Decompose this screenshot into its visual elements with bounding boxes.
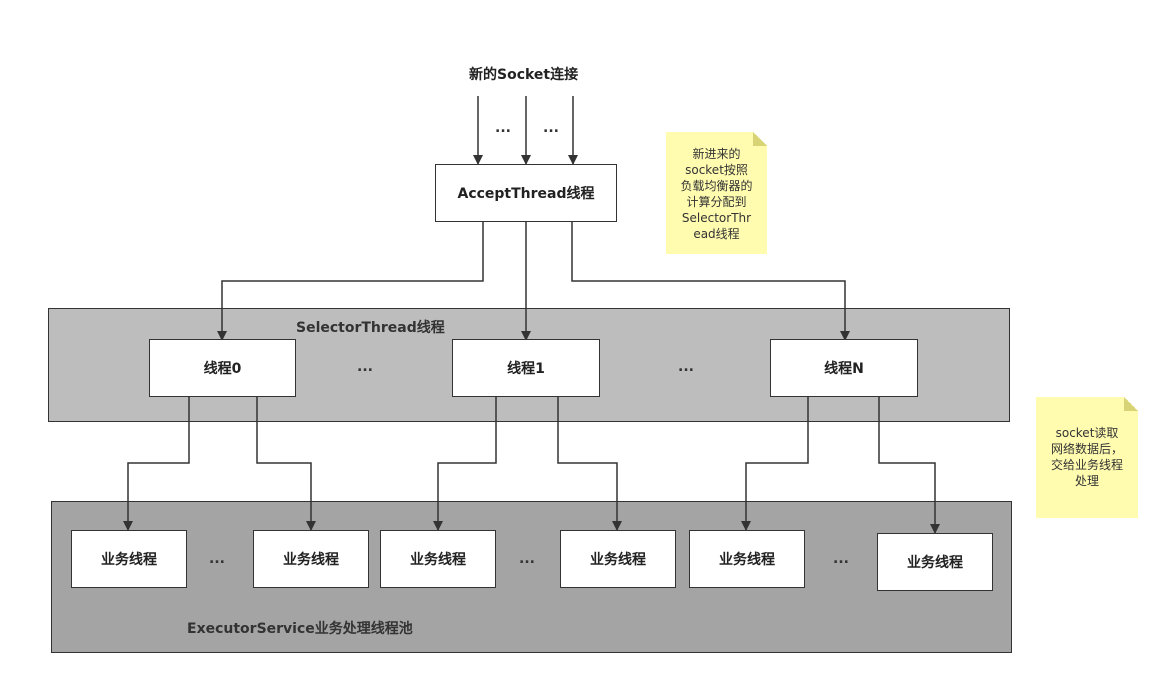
worker-thread-1: 业务线程 [71, 530, 187, 588]
top-ellipsis-1: ... [495, 120, 511, 136]
selector-ellipsis-1: ... [357, 359, 373, 375]
top-ellipsis-2: ... [543, 120, 559, 136]
selector-thread-n: 线程N [770, 339, 918, 397]
balancer-note-fold [753, 132, 767, 146]
balancer-note: 新进来的 socket按照 负载均衡器的 计算分配到 SelectorThr e… [666, 132, 767, 254]
accept-to-thread0-arrow [217, 222, 484, 341]
worker-thread-5: 业务线程 [689, 530, 805, 588]
selector-ellipsis-2: ... [678, 359, 694, 375]
worker-ellipsis-3: ... [833, 551, 849, 567]
executor-service-layer [51, 501, 1012, 653]
worker-ellipsis-1: ... [209, 551, 225, 567]
selector-thread-0: 线程0 [149, 339, 296, 397]
thread0-to-worker1-arrow [123, 397, 190, 531]
executor-service-layer-label: ExecutorService业务处理线程池 [187, 621, 413, 637]
worker-thread-6: 业务线程 [877, 533, 993, 591]
thread1-to-worker4-arrow [557, 397, 622, 531]
thread0-to-worker2-arrow [256, 397, 316, 531]
selector-thread-1: 线程1 [452, 339, 600, 397]
threadN-to-worker6-arrow [878, 397, 940, 534]
selector-thread-layer-label: SelectorThread线程 [296, 320, 445, 336]
socket-read-note: socket读取 网络数据后， 交给业务线程 处理 [1036, 397, 1138, 518]
accept-to-threadN-arrow [571, 222, 850, 341]
worker-ellipsis-2: ... [519, 551, 535, 567]
worker-thread-4: 业务线程 [560, 530, 676, 588]
new-socket-label: 新的Socket连接 [469, 67, 579, 83]
socket-read-note-fold [1124, 397, 1138, 411]
thread1-to-worker3-arrow [433, 397, 497, 531]
accept-thread-box: AcceptThread线程 [435, 164, 617, 222]
worker-thread-3: 业务线程 [380, 530, 496, 588]
threadN-to-worker5-arrow [741, 397, 809, 531]
worker-thread-2: 业务线程 [253, 530, 369, 588]
